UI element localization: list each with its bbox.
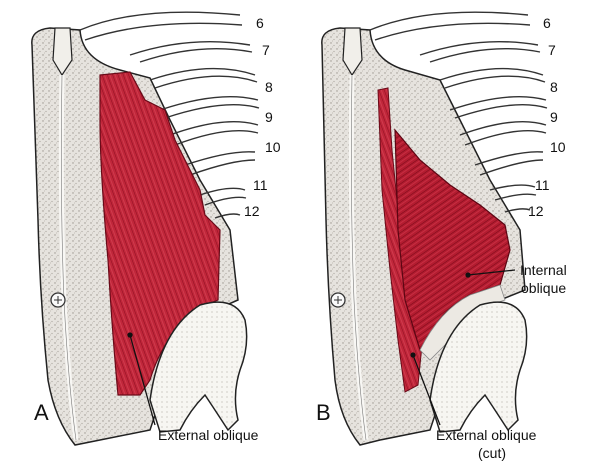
rib-number-b-12: 12 (528, 203, 544, 219)
panel-letter-b: B (316, 400, 331, 425)
rib-number-a-11: 11 (253, 177, 268, 193)
panel-letter-a: A (34, 400, 49, 425)
umbilicus-b (330, 292, 346, 308)
label-internal-oblique-line1: Internal (520, 262, 567, 278)
rib-number-a-6: 6 (256, 15, 264, 31)
rib-number-b-11: 11 (535, 177, 550, 193)
rib-number-b-7: 7 (548, 42, 556, 58)
rib-number-a-8: 8 (265, 79, 273, 95)
label-internal-oblique-line2: oblique (521, 280, 566, 296)
umbilicus-a (50, 292, 66, 308)
rib-number-b-8: 8 (550, 79, 558, 95)
sternum-b (342, 27, 363, 77)
label-external-oblique-a: External oblique (158, 427, 259, 443)
rib-number-a-9: 9 (265, 109, 273, 125)
labels: 6 6 7 7 8 8 9 9 10 10 11 11 12 12 (244, 15, 566, 219)
rib-number-a-10: 10 (265, 139, 281, 155)
sternum-a (52, 27, 73, 77)
iliac-crest-a (149, 301, 248, 433)
pointer-external-oblique-a (129, 334, 156, 426)
rib-number-a-12: 12 (244, 203, 260, 219)
pointer-internal-oblique-b (467, 269, 516, 276)
rib-number-a-7: 7 (262, 42, 270, 58)
rib-number-b-9: 9 (550, 109, 558, 125)
label-external-oblique-cut-line2: (cut) (478, 445, 506, 461)
rib-number-b-6: 6 (543, 15, 551, 31)
ribs-a (79, 11, 260, 219)
ribs-b (369, 11, 548, 213)
iliac-crest-b (429, 301, 528, 433)
panel-a (31, 11, 260, 446)
pointer-external-oblique-cut-b (412, 354, 441, 426)
label-external-oblique-cut-line1: External oblique (436, 427, 537, 443)
panel-b (321, 11, 548, 446)
rib-number-b-10: 10 (550, 139, 566, 155)
